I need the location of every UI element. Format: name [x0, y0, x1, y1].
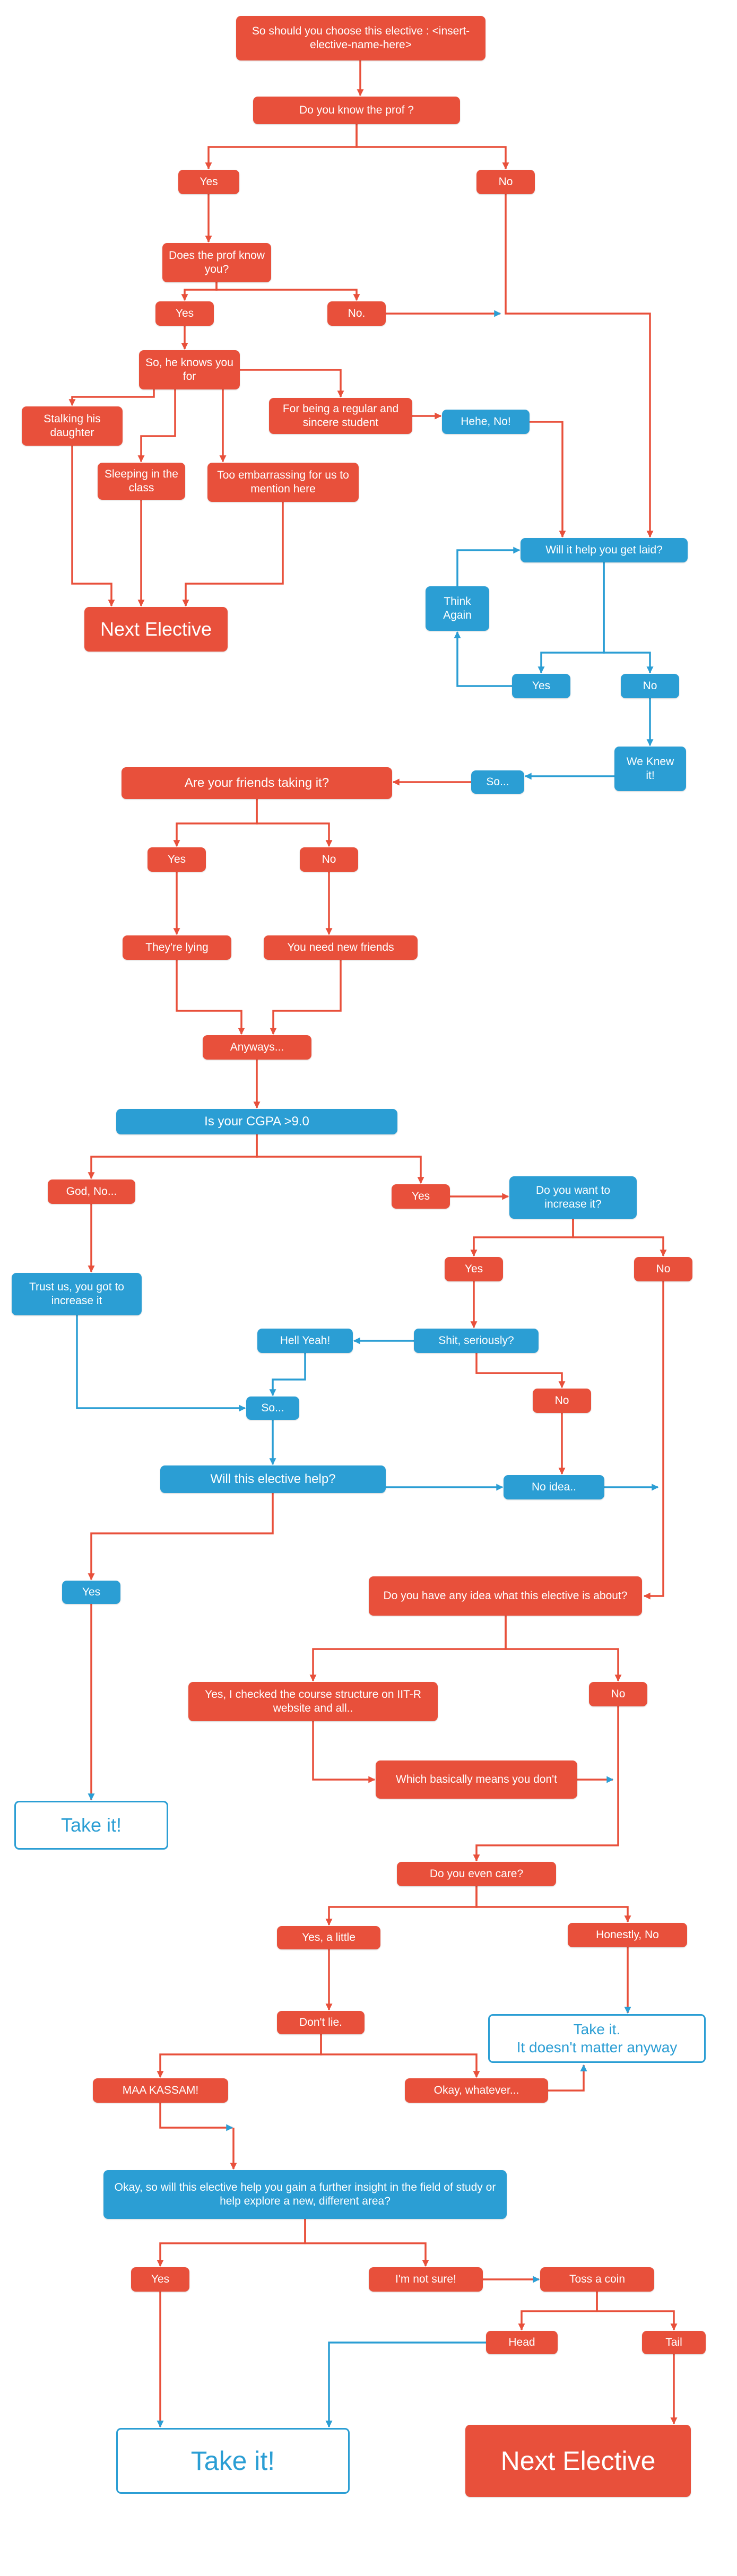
red-connectors — [68, 60, 678, 2428]
node-know-prof: Do you know the prof ? — [253, 97, 460, 124]
node-embarrassing: Too embarrassing for us to mention here — [207, 463, 359, 502]
node-okay-whatever: Okay, whatever... — [405, 2078, 548, 2103]
node-next-elective-2: Next Elective — [465, 2425, 691, 2497]
node-toss-a-coin: Toss a coin — [540, 2267, 654, 2292]
node-yes-4: Yes — [148, 847, 206, 872]
node-will-help: Will this elective help? — [160, 1465, 386, 1493]
node-prof-know-you: Does the prof know you? — [162, 243, 271, 282]
node-even-care: Do you even care? — [397, 1862, 556, 1886]
node-no-5: No — [634, 1257, 692, 1281]
node-get-laid: Will it help you get laid? — [521, 538, 688, 562]
node-we-knew-it: We Knew it! — [614, 747, 686, 791]
node-maa-kassam: MAA KASSAM! — [93, 2078, 228, 2103]
node-no-idea: No idea.. — [504, 1475, 604, 1499]
node-no-1: No — [476, 170, 535, 194]
node-yes-7: Yes — [62, 1581, 120, 1604]
node-dont-lie: Don't lie. — [277, 2011, 365, 2034]
node-so-2: So... — [246, 1397, 299, 1420]
node-hehe-no: Hehe, No! — [442, 410, 530, 434]
node-yes-2: Yes — [155, 301, 214, 326]
node-stalking: Stalking his daughter — [22, 406, 123, 446]
node-yes-6: Yes — [445, 1257, 503, 1281]
node-so-1: So... — [471, 770, 524, 794]
node-knows-you-for: So, he knows you for — [139, 350, 240, 389]
node-not-sure: I'm not sure! — [369, 2267, 483, 2292]
node-trust-us: Trust us, you got to increase it — [12, 1273, 142, 1315]
node-new-friends: You need new friends — [264, 935, 418, 960]
node-take-it-final: Take it! — [116, 2428, 350, 2494]
node-title: So should you choose this elective : <in… — [236, 16, 485, 60]
node-any-idea: Do you have any idea what this elective … — [369, 1576, 642, 1616]
node-honestly-no: Honestly, No — [568, 1923, 687, 1947]
node-no-3: No — [621, 674, 679, 698]
node-head: Head — [486, 2331, 558, 2354]
node-yes-5: Yes — [392, 1184, 450, 1209]
node-no-7: No — [589, 1682, 647, 1706]
node-think-again: Think Again — [426, 586, 489, 631]
node-no-2: No. — [327, 301, 386, 326]
node-yes-3: Yes — [512, 674, 570, 698]
node-want-increase: Do you want to increase it? — [509, 1176, 637, 1219]
node-friends-taking: Are your friends taking it? — [122, 767, 392, 799]
node-shit-seriously: Shit, seriously? — [414, 1329, 539, 1353]
node-sleeping: Sleeping in the class — [98, 463, 185, 500]
node-yes-a-little: Yes, a little — [277, 1926, 380, 1949]
node-basically-means: Which basically means you don't — [376, 1760, 577, 1799]
node-theyre-lying: They're lying — [123, 935, 231, 960]
node-take-it-2: Take it. It doesn't matter anyway — [488, 2014, 706, 2063]
node-cgpa: Is your CGPA >9.0 — [116, 1109, 397, 1134]
node-anyways: Anyways... — [203, 1035, 311, 1060]
node-checked-course: Yes, I checked the course structure on I… — [188, 1682, 438, 1721]
node-yes-8: Yes — [131, 2267, 189, 2292]
node-hell-yeah: Hell Yeah! — [257, 1329, 353, 1353]
node-yes-1: Yes — [178, 170, 239, 194]
node-god-no: God, No... — [48, 1179, 135, 1204]
node-tail: Tail — [642, 2331, 706, 2354]
node-insight: Okay, so will this elective help you gai… — [103, 2170, 507, 2219]
node-no-4: No — [300, 847, 358, 872]
node-regular-student: For being a regular and sincere student — [269, 398, 412, 434]
node-next-elective-1: Next Elective — [84, 607, 228, 652]
node-take-it-1: Take it! — [14, 1801, 168, 1850]
blue-connectors — [76, 547, 659, 2428]
node-no-6: No — [533, 1389, 591, 1413]
